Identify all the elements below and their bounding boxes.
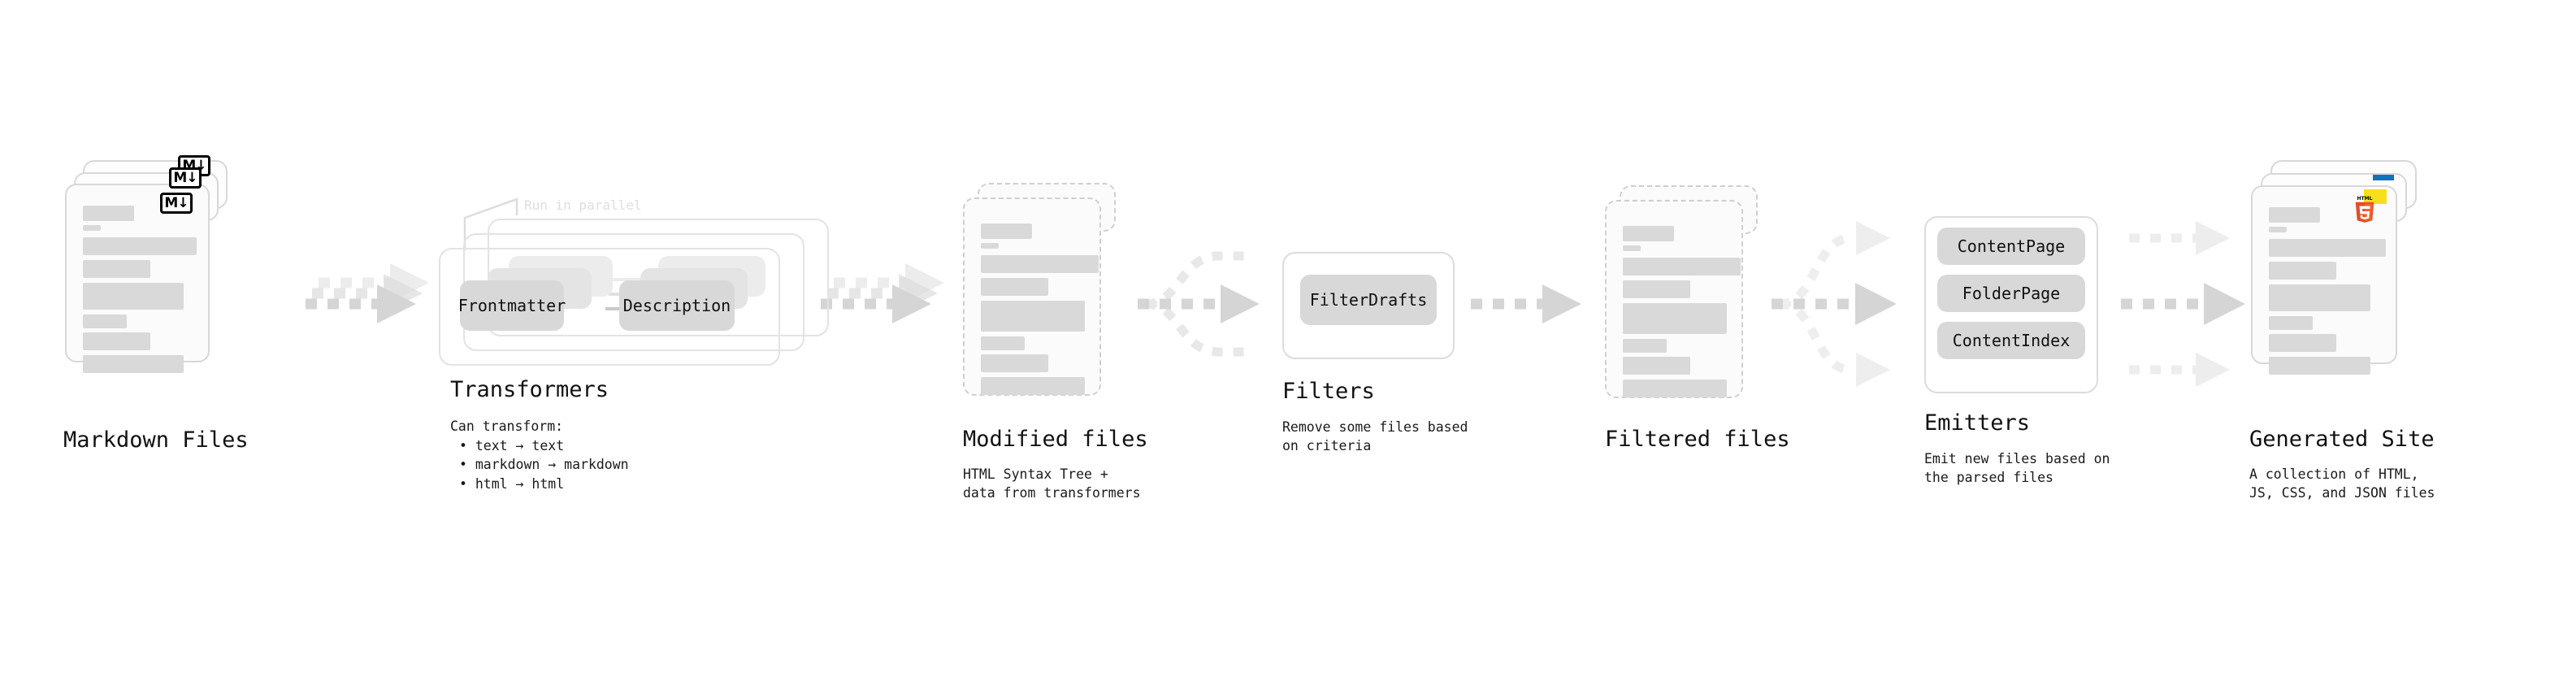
modified-files-title: Modified files <box>963 427 1148 452</box>
skeleton-sub <box>83 225 101 231</box>
contentpage-pill[interactable]: ContentPage <box>1937 228 2085 265</box>
skeleton-line-1 <box>2269 239 2386 257</box>
arrow-filtered-to-emitters <box>1772 221 1897 387</box>
skeleton-line-1 <box>981 255 1099 273</box>
emitters-title: Emitters <box>1924 410 2031 436</box>
skeleton-sub <box>1623 245 1641 251</box>
arrow-modified-to-filters <box>1138 251 1260 357</box>
skeleton-line-5 <box>2269 334 2336 352</box>
run-in-parallel-note: Run in parallel <box>524 197 642 213</box>
skeleton-line-6 <box>1623 380 1727 397</box>
skeleton-line-1 <box>1623 258 1741 275</box>
skeleton-line-2 <box>83 260 150 278</box>
skeleton-line-2 <box>1623 280 1690 298</box>
modified-files-subtitle: HTML Syntax Tree + data from transformer… <box>963 466 1141 501</box>
arrow-markdown-to-transformers <box>306 263 429 323</box>
skeleton-line-5 <box>1623 357 1690 375</box>
arrow-emitters-to-site <box>2121 221 2245 387</box>
skeleton-title <box>981 223 1032 239</box>
frontmatter-pill[interactable]: Frontmatter <box>458 280 566 331</box>
css-badge <box>2373 175 2394 180</box>
emitters-group: ContentPage FolderPage ContentIndex <box>1924 216 2111 395</box>
skeleton-line-4 <box>83 314 127 328</box>
skeleton-line-6 <box>2269 357 2370 375</box>
skeleton-title <box>83 206 134 221</box>
skeleton-line-6 <box>83 355 184 373</box>
skeleton-line-6 <box>981 377 1085 395</box>
markdown-badge-back-1: M↓ <box>169 167 202 189</box>
markdown-files-stack: M↓ M↓ M↓ <box>65 155 244 373</box>
skeleton-line-3 <box>83 283 184 310</box>
generated-site-stack: HTML <box>2251 160 2438 375</box>
js-badge <box>2364 189 2387 204</box>
html5-icon: HTML <box>2355 196 2374 223</box>
modified-files-stack <box>963 183 1142 402</box>
markdown-files-title: Markdown Files <box>63 427 249 453</box>
modified-card-front <box>963 197 1101 396</box>
skeleton-line-4 <box>2269 316 2313 330</box>
transformers-subtitle-items: • text → text • markdown → markdown • ht… <box>459 438 629 492</box>
skeleton-title <box>2269 207 2320 223</box>
folderpage-pill[interactable]: FolderPage <box>1937 275 2085 312</box>
generated-site-subtitle: A collection of HTML, JS, CSS, and JSON … <box>2249 466 2435 501</box>
filters-group: FilterDrafts <box>1282 252 1461 362</box>
svg-text:HTML: HTML <box>2357 196 2373 202</box>
filtered-files-title: Filtered files <box>1605 427 1790 452</box>
skeleton-line-4 <box>981 336 1025 350</box>
transformers-group: Frontmatter Frontmatter Frontmatter Desc… <box>439 207 845 366</box>
skeleton-line-3 <box>2269 284 2370 311</box>
skeleton-sub <box>981 243 999 249</box>
filtered-files-stack <box>1605 185 1784 405</box>
filtered-card-front <box>1605 200 1743 398</box>
transformer-box-front <box>439 248 780 366</box>
skeleton-line-1 <box>83 237 197 255</box>
skeleton-line-4 <box>1623 339 1667 353</box>
site-card-front <box>2251 185 2397 375</box>
skeleton-line-3 <box>981 301 1085 332</box>
transformers-title: Transformers <box>450 377 609 402</box>
generated-site-title: Generated Site <box>2249 427 2435 452</box>
markdown-badge-front: M↓ <box>160 193 193 214</box>
skeleton-line-2 <box>2269 262 2336 280</box>
skeleton-line-3 <box>1623 303 1727 334</box>
transformers-subtitle-head: Can transform: <box>450 419 564 434</box>
filterdrafts-pill[interactable]: FilterDrafts <box>1300 275 1437 325</box>
emitters-subtitle: Emit new files based on the parsed files <box>1924 451 2110 486</box>
filters-title: Filters <box>1282 379 1375 404</box>
filters-subtitle: Remove some files based on criteria <box>1282 419 1468 454</box>
skeleton-line-2 <box>981 278 1048 296</box>
html5-badge: HTML <box>2353 194 2377 223</box>
description-pill[interactable]: Description <box>619 280 735 331</box>
skeleton-sub <box>2269 227 2287 232</box>
skeleton-title <box>1623 226 1674 241</box>
skeleton-line-5 <box>83 332 150 350</box>
skeleton-line-5 <box>981 354 1048 372</box>
contentindex-pill[interactable]: ContentIndex <box>1937 322 2085 359</box>
arrow-filters-to-filtered <box>1471 284 1581 323</box>
